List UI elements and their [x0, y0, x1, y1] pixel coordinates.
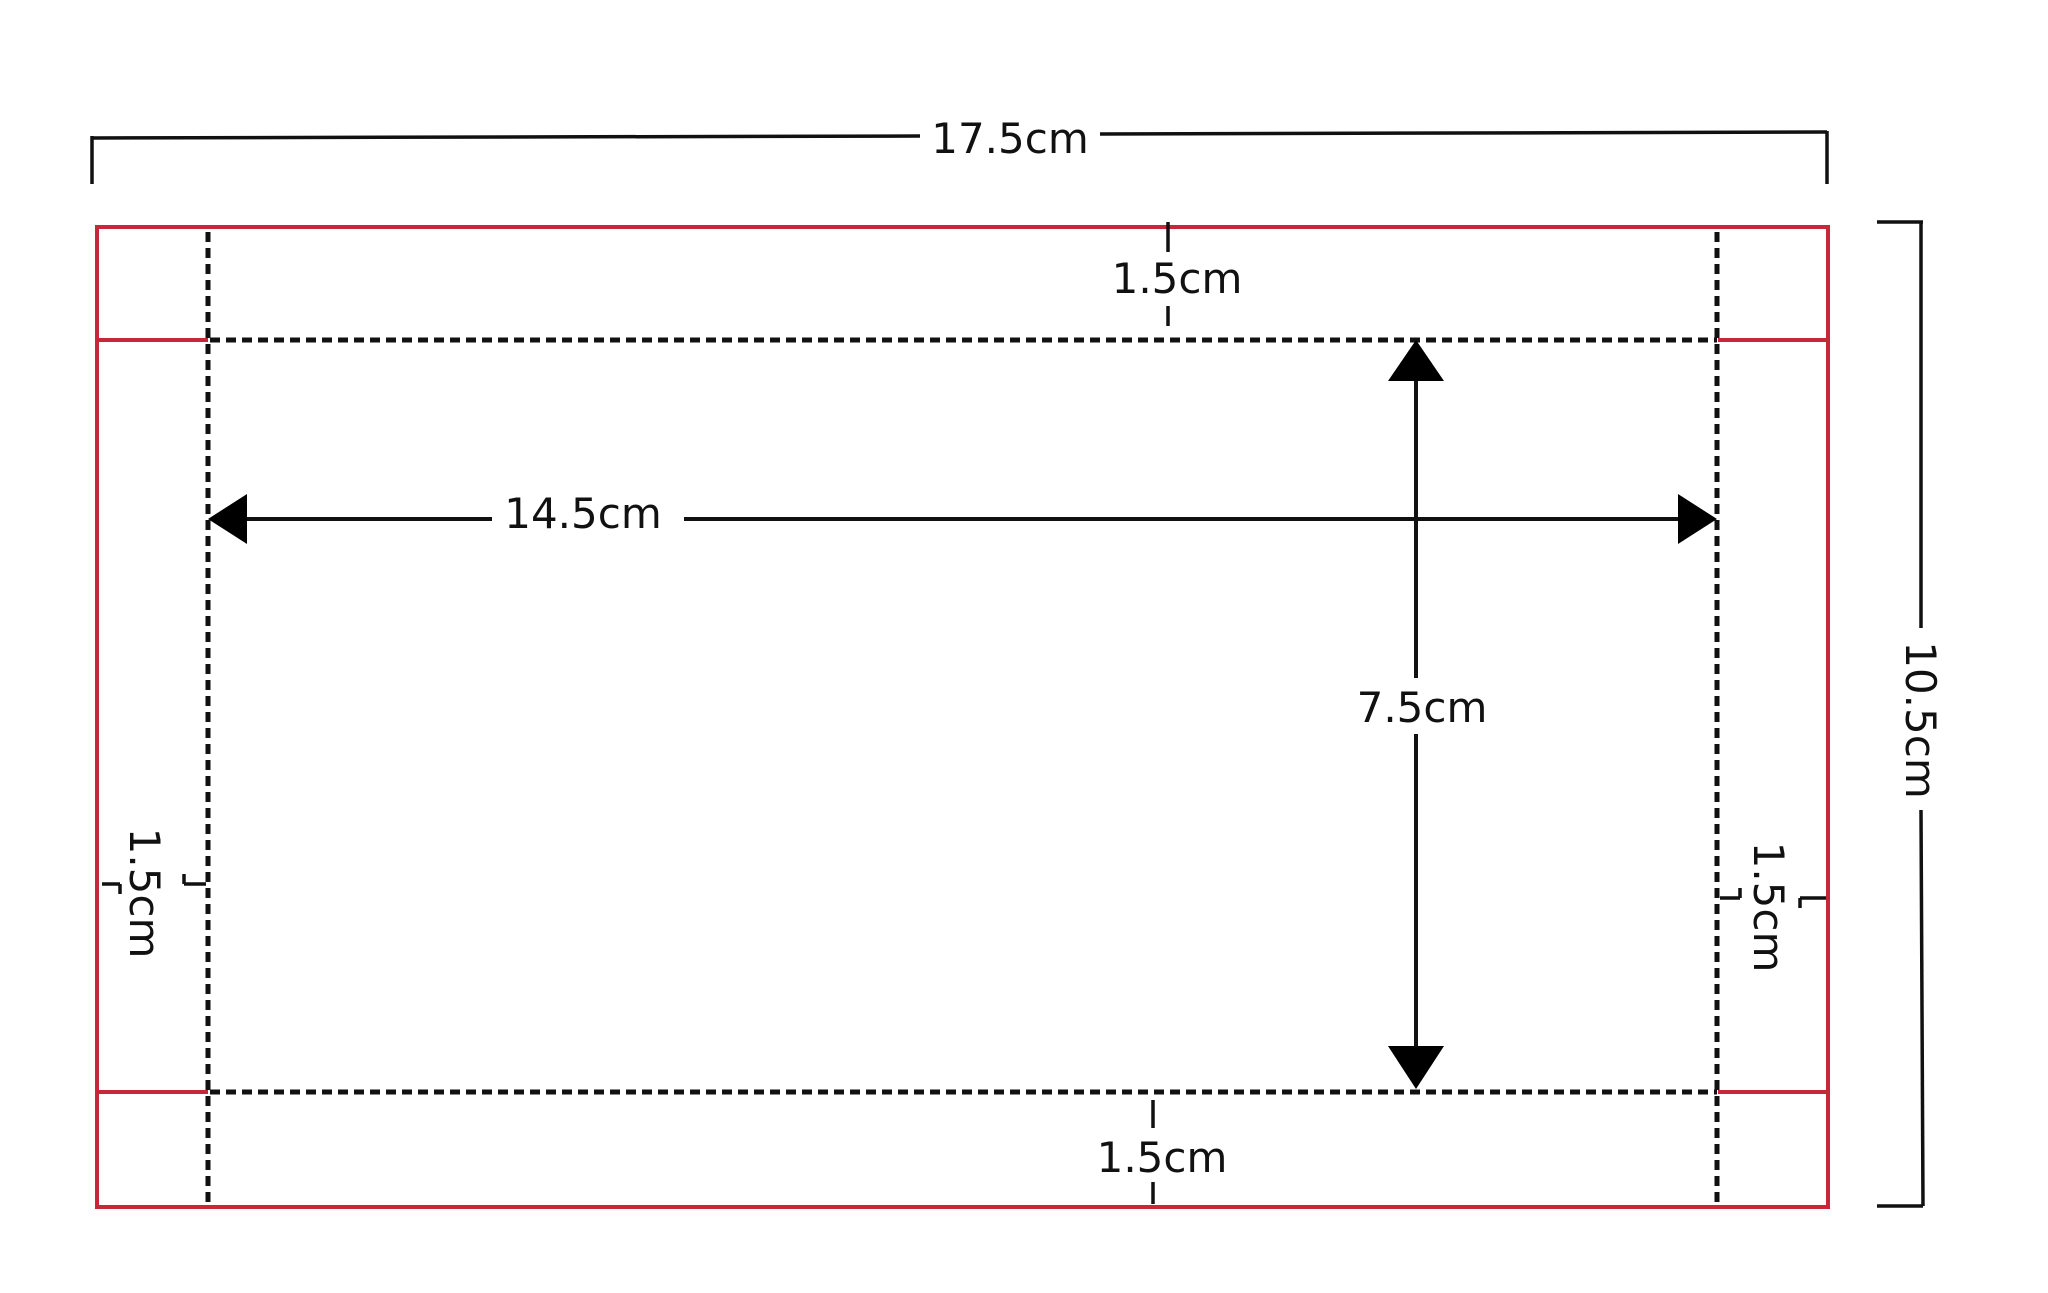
bottom-margin-dimension: 1.5cm	[1097, 1100, 1228, 1204]
inner-width-dimension: 14.5cm	[208, 489, 1717, 544]
inner-height-dimension: 7.5cm	[1357, 340, 1488, 1089]
left-margin-label: 1.5cm	[120, 828, 169, 959]
inner-height-label: 7.5cm	[1357, 683, 1488, 732]
outer-border	[95, 225, 1830, 1209]
inner-safe-area	[205, 232, 1720, 1206]
overall-width-dimension: 17.5cm	[90, 114, 1829, 184]
arrowhead-up-icon	[1388, 340, 1444, 381]
overall-height-label: 10.5cm	[1896, 641, 1945, 799]
inner-width-label: 14.5cm	[504, 489, 662, 538]
overall-width-label: 17.5cm	[931, 114, 1089, 163]
arrowhead-left-icon	[208, 494, 247, 544]
left-margin-dimension: 1.5cm	[102, 828, 206, 959]
overall-height-dimension: 10.5cm	[1877, 220, 1945, 1208]
right-margin-dimension: 1.5cm	[1720, 842, 1826, 973]
top-margin-label: 1.5cm	[1112, 254, 1243, 303]
right-margin-label: 1.5cm	[1744, 842, 1793, 973]
arrowhead-down-icon	[1388, 1046, 1444, 1089]
bottom-margin-label: 1.5cm	[1097, 1133, 1228, 1182]
arrowhead-right-icon	[1678, 494, 1717, 544]
top-margin-dimension: 1.5cm	[1112, 222, 1243, 326]
